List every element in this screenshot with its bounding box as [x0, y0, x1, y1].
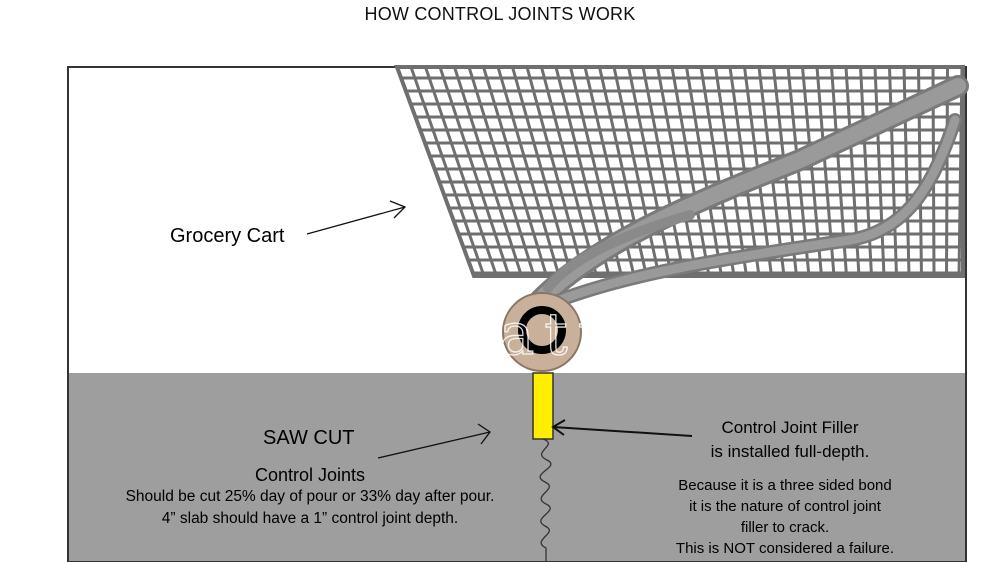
- basket-wire: [670, 67, 711, 276]
- filler-note-line: it is the nature of control joint: [689, 498, 881, 515]
- basket-wire: [453, 67, 523, 276]
- diagram-title: HOW CONTROL JOINTS WORK: [364, 4, 636, 24]
- crack-line: [539, 438, 552, 562]
- registered-mark: ®: [692, 343, 701, 357]
- cart-wheel: [502, 292, 582, 372]
- control-joints-heading: Control Joints: [254, 465, 366, 485]
- control-joint-filler: [532, 372, 554, 440]
- basket-wire: [972, 67, 977, 276]
- annotation-arrows: [306, 200, 693, 459]
- basket-wire: [496, 67, 561, 276]
- basket-wire: [656, 67, 698, 276]
- basket-wire: [540, 67, 598, 276]
- basket-wire: [511, 67, 573, 276]
- grocery-cart-frame: [529, 75, 969, 311]
- control-joints-text-line: Should be cut 25% day of pour or 33% day…: [125, 488, 495, 505]
- basket-wire: [438, 67, 511, 276]
- saw-cut-arrow: [377, 423, 491, 459]
- basket-wire: [525, 67, 586, 276]
- basket-wire: [641, 67, 686, 276]
- concrete-slab: [68, 373, 966, 562]
- grocery-cart-basket: [394, 65, 977, 278]
- basket-wire: [409, 67, 486, 276]
- basket-wire: [467, 67, 536, 276]
- basket-wire: [482, 67, 548, 276]
- saw-cut-label: SAW CUT: [263, 427, 355, 449]
- basket-wire: [714, 67, 748, 276]
- basket-wire: [612, 67, 661, 276]
- basket-wire: [888, 67, 898, 276]
- filler-label-line: is installed full-depth.: [710, 442, 870, 461]
- basket-wire: [627, 67, 673, 276]
- cart-arrow: [306, 200, 407, 235]
- basket-wire: [699, 67, 736, 276]
- basket-wire: [424, 67, 498, 276]
- control-joints-text-line: 4” slab should have a 1” control joint d…: [161, 510, 459, 527]
- filler-label-line: Control Joint Filler: [721, 418, 859, 437]
- filler-arrow: [551, 419, 693, 437]
- filler-note-line: Because it is a three sided bond: [678, 477, 892, 494]
- grocery-cart-label: Grocery Cart: [170, 225, 285, 247]
- basket-wire: [685, 67, 723, 276]
- filler-note-line: filler to crack.: [740, 519, 830, 536]
- basket-wire: [873, 67, 886, 276]
- filler-note-line: This is NOT considered a failure.: [675, 540, 895, 557]
